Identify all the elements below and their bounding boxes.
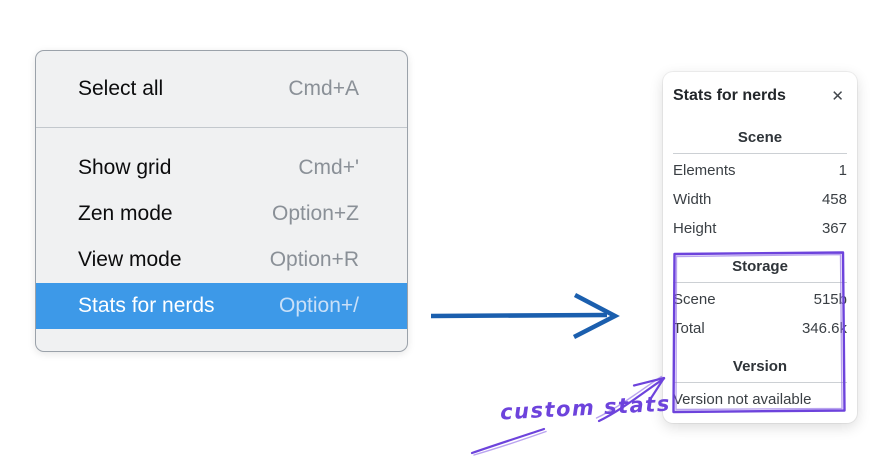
stat-label: Width	[673, 191, 712, 208]
stat-label: Scene	[673, 291, 716, 308]
menu-item-shortcut: Option+R	[269, 248, 359, 271]
section-heading: Storage	[732, 258, 788, 275]
stats-panel-title: Stats for nerds	[673, 87, 786, 104]
section-divider	[673, 153, 847, 154]
stats-section-storage: Storage Scene 515b Total 346.6k	[673, 257, 847, 343]
menu-item-show-grid[interactable]: Show grid Cmd+'	[36, 145, 407, 191]
stats-section-version: Version Version not available	[673, 357, 847, 414]
section-heading: Scene	[737, 129, 783, 146]
section-heading: Version	[732, 358, 788, 375]
stat-value: 458	[821, 191, 847, 208]
menu-item-shortcut: Cmd+A	[288, 77, 359, 100]
section-divider	[673, 282, 847, 283]
section-divider	[673, 382, 847, 383]
menu-item-shortcut: Option+Z	[272, 202, 359, 225]
stat-row-total-size: Total 346.6k	[673, 314, 847, 343]
menu-item-shortcut: Cmd+'	[298, 156, 359, 179]
stat-value: 1	[838, 162, 847, 179]
stat-value: 346.6k	[801, 320, 847, 337]
menu-item-label: Zen mode	[78, 202, 173, 225]
menu-item-shortcut: Option+/	[279, 294, 359, 317]
stat-row-scene-size: Scene 515b	[673, 285, 847, 314]
stat-value: 367	[821, 220, 847, 237]
close-icon[interactable]: ✕	[831, 87, 844, 105]
stat-label: Height	[673, 220, 717, 237]
menu-item-label: Show grid	[78, 156, 172, 179]
menu-item-label: Stats for nerds	[78, 294, 215, 317]
version-note: Version not available	[673, 391, 812, 408]
blue-pointer-arrow	[430, 293, 620, 340]
menu-item-label: Select all	[78, 77, 164, 100]
stat-row-width: Width 458	[673, 185, 847, 214]
menu-item-stats-for-nerds[interactable]: Stats for nerds Option+/	[36, 283, 407, 329]
menu-item-view-mode[interactable]: View mode Option+R	[36, 237, 407, 283]
stats-panel-header: Stats for nerds ✕	[673, 84, 847, 108]
stats-section-scene: Scene Elements 1 Width 458 Height 367	[673, 128, 847, 243]
stat-label: Total	[673, 320, 705, 337]
menu-item-label: View mode	[78, 248, 182, 271]
stat-row-elements: Elements 1	[673, 156, 847, 185]
stats-panel: Stats for nerds ✕ Scene Elements 1 Width…	[663, 72, 857, 423]
custom-stats-annotation-label: custom stats	[499, 391, 672, 425]
menu-item-zen-mode[interactable]: Zen mode Option+Z	[36, 191, 407, 237]
menu-divider	[36, 127, 407, 128]
stat-value: 515b	[813, 291, 847, 308]
context-menu: Select all Cmd+A Show grid Cmd+' Zen mod…	[35, 50, 408, 352]
stat-row-height: Height 367	[673, 214, 847, 243]
menu-item-select-all[interactable]: Select all Cmd+A	[36, 51, 407, 127]
menu-group: Show grid Cmd+' Zen mode Option+Z View m…	[36, 128, 407, 351]
stat-label: Elements	[673, 162, 736, 179]
